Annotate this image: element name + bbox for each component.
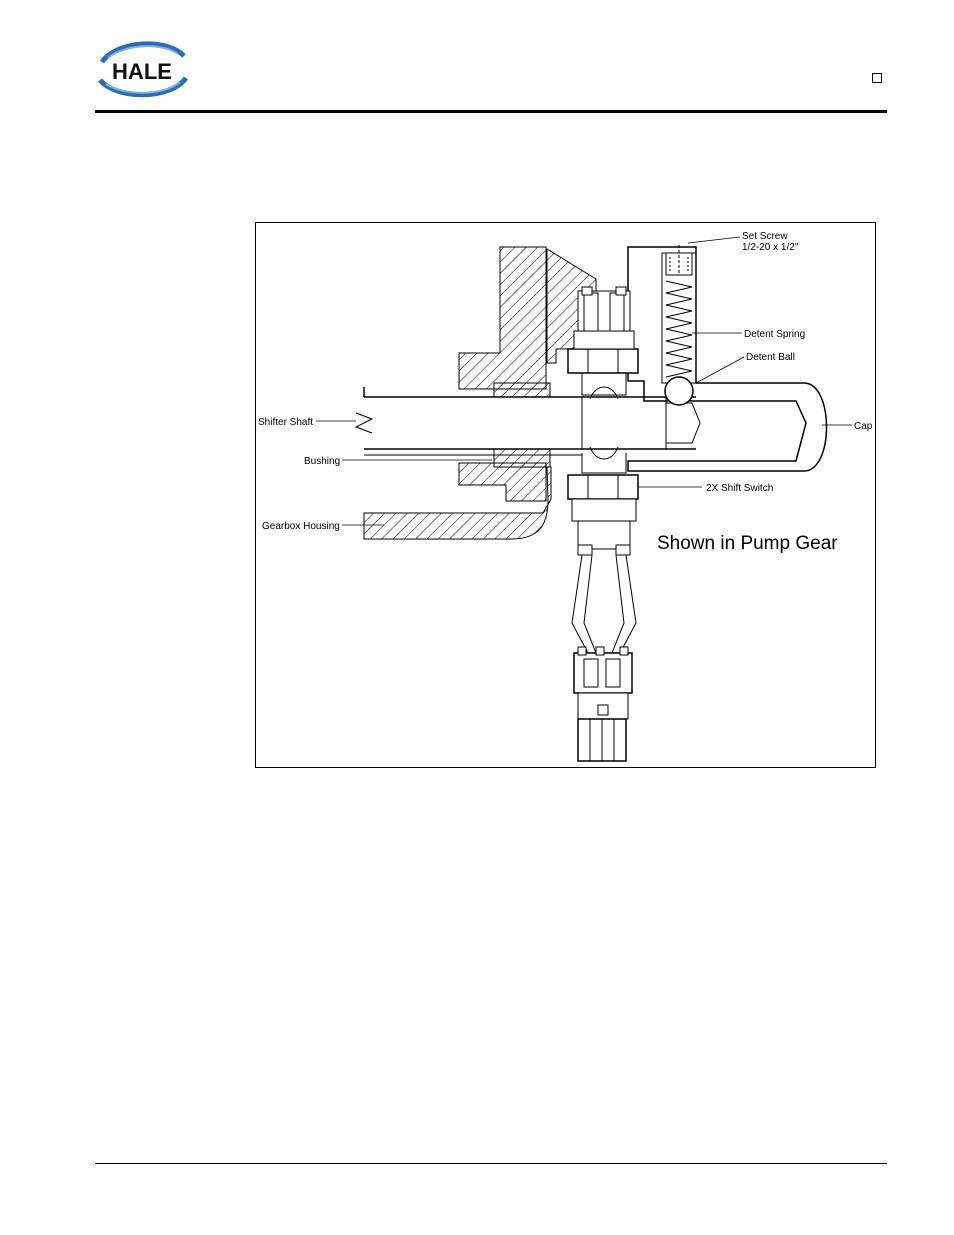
footer-divider bbox=[95, 1163, 887, 1164]
label-shift-switch: 2X Shift Switch bbox=[706, 483, 773, 494]
detent-ball bbox=[664, 376, 694, 406]
logo-text: HALE bbox=[112, 59, 172, 84]
label-cap: Cap bbox=[854, 421, 873, 432]
label-gearbox-housing: Gearbox Housing bbox=[262, 521, 340, 532]
header-divider bbox=[95, 110, 887, 113]
shift-switch-diagram: Set Screw 1/2-20 x 1/2" Detent Spring De… bbox=[255, 222, 876, 768]
hale-logo: HALE bbox=[92, 38, 192, 102]
gearbox-housing-lower bbox=[458, 462, 547, 502]
label-set-screw: Set Screw bbox=[742, 231, 788, 242]
connector bbox=[573, 652, 633, 694]
bushing-upper bbox=[493, 382, 551, 398]
gearbox-housing-upper bbox=[458, 246, 547, 390]
label-detent-ball: Detent Ball bbox=[746, 352, 795, 363]
checkbox-icon bbox=[872, 73, 882, 83]
housing-flange-lower bbox=[363, 466, 552, 540]
label-set-screw-size: 1/2-20 x 1/2" bbox=[742, 242, 799, 253]
label-bushing: Bushing bbox=[304, 456, 340, 467]
figure-caption: Shown in Pump Gear bbox=[657, 533, 838, 554]
cap-outline bbox=[627, 246, 828, 472]
detent-spring bbox=[665, 280, 693, 378]
label-detent-spring: Detent Spring bbox=[744, 329, 805, 340]
label-shifter-shaft: Shifter Shaft bbox=[258, 417, 313, 428]
bushing-lower bbox=[493, 448, 551, 468]
